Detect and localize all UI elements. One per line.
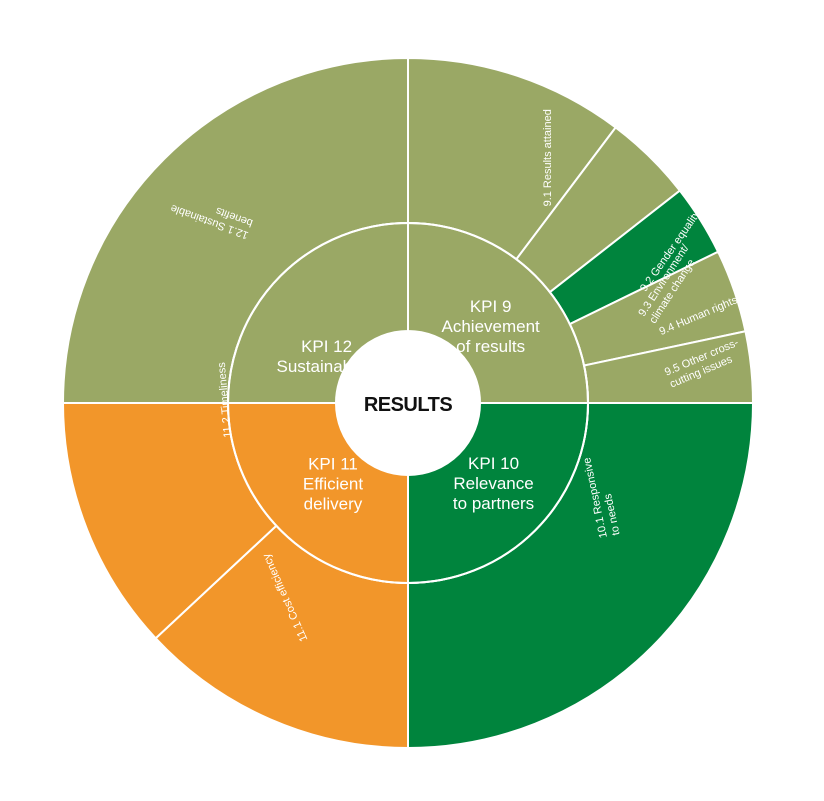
kpi9-sub-1-label-line: 9.1 Results attained [542,109,554,206]
kpi10-label-line: to partners [453,494,534,513]
kpi9-label-line: Achievement [442,317,541,336]
kpi11-label-line: KPI 11 [308,454,358,473]
center-disc [336,331,480,475]
kpi10-label-line: Relevance [453,474,533,493]
kpi9-label-line: KPI 9 [470,297,512,316]
outer-ring [61,56,755,750]
ring-divider [227,222,589,584]
center-label: RESULTS [364,394,453,416]
kpi9-sub-1-label: 9.1 Results attained [542,109,554,206]
kpi11-label-line: Efficient [303,474,363,493]
kpi11-label-line: delivery [304,494,363,513]
kpi10-label-line: KPI 10 [468,454,519,473]
inner-ring [226,221,590,585]
kpi9-label-line: of results [456,337,525,356]
kpi12-label-line: KPI 12 [301,337,352,356]
kpi12-label-line: Sustainability [277,357,378,376]
